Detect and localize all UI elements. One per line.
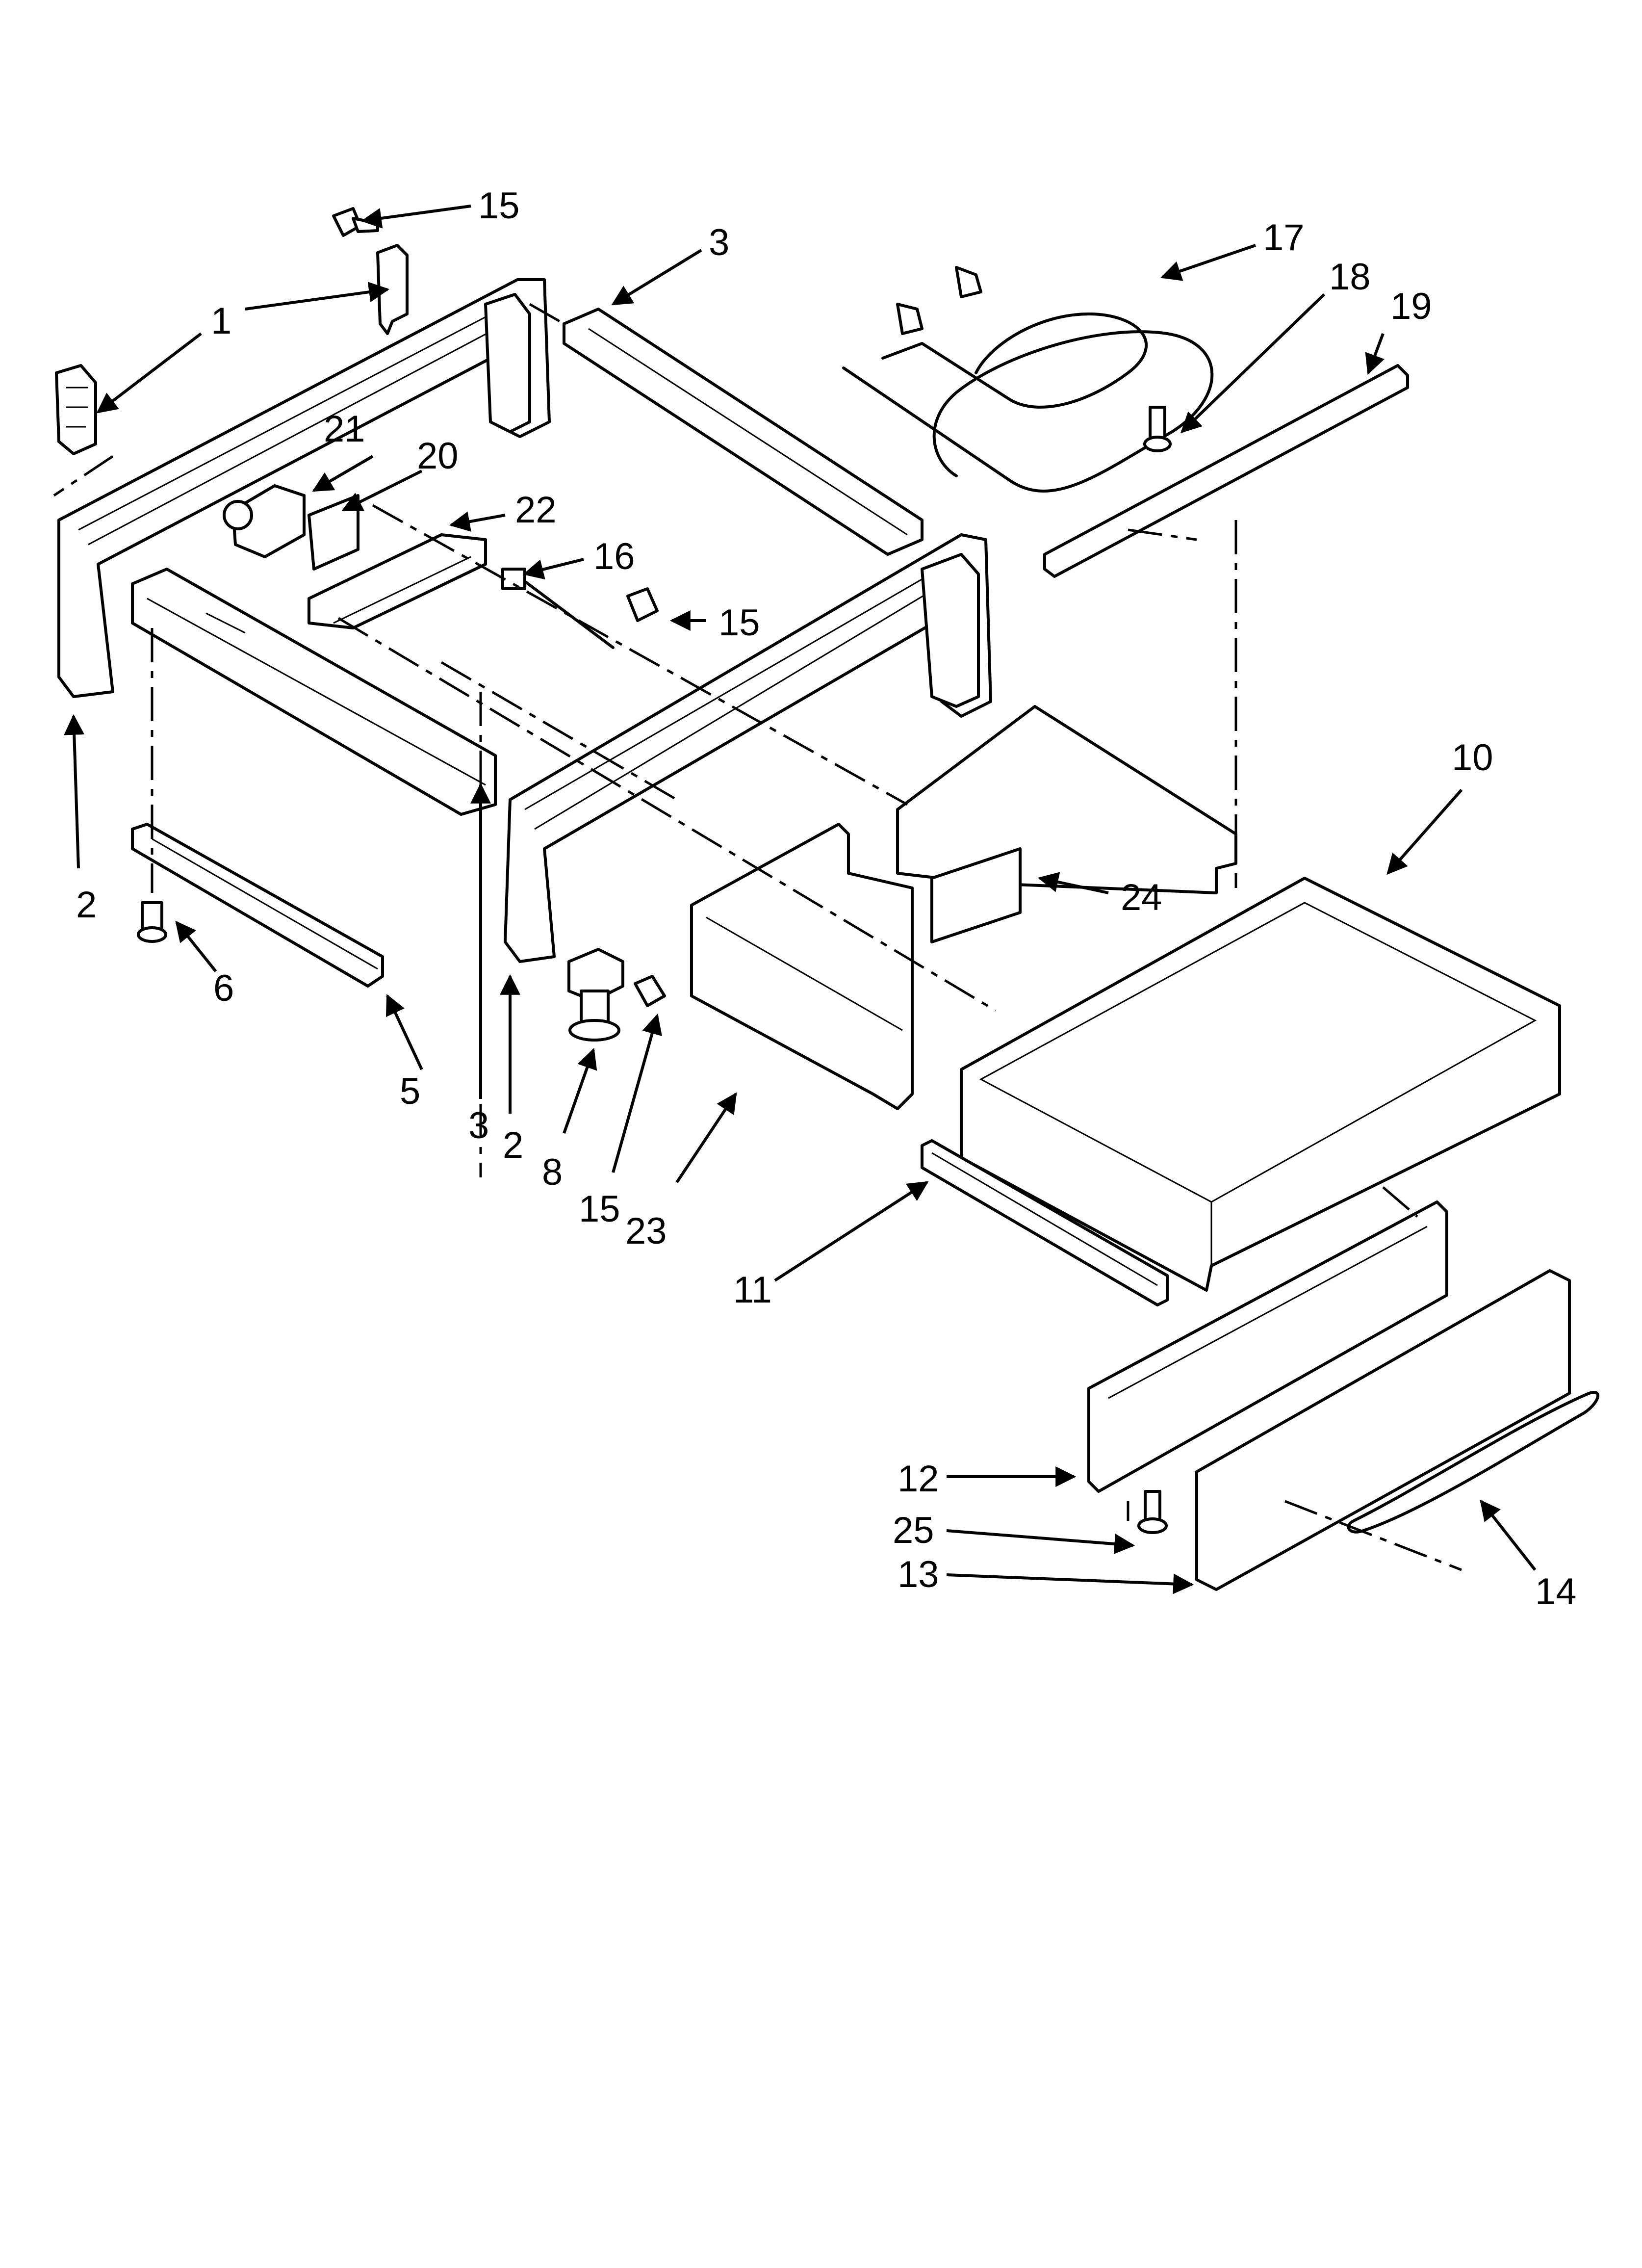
- callout-17: 17: [1263, 217, 1305, 259]
- part-15-screw-top: [332, 207, 379, 237]
- callout-18: 18: [1329, 256, 1371, 298]
- callout-25: 25: [893, 1510, 934, 1551]
- part-11-slide: [921, 1139, 1169, 1306]
- part-6-leveler: [137, 901, 167, 943]
- callout-5: 5: [400, 1070, 420, 1112]
- parts-layer: [53, 207, 1600, 1591]
- callout-19: 19: [1390, 286, 1432, 327]
- callout-2-left: 2: [76, 884, 97, 926]
- callout-6: 6: [213, 967, 234, 1009]
- part-5-front-rail: [131, 823, 384, 988]
- callout-21: 21: [324, 408, 365, 450]
- part-3-rear-rail: [563, 308, 924, 556]
- callout-2-right: 2: [503, 1124, 523, 1166]
- part-21-valve: [223, 484, 306, 558]
- callout-1: 1: [211, 300, 231, 342]
- leader-arrows: [64, 205, 1537, 1594]
- part-1-bracket-upper: [376, 244, 409, 335]
- assembly-dash-lines: [53, 303, 1462, 1571]
- callout-16: 16: [593, 536, 635, 577]
- part-15-screw-low: [634, 975, 666, 1007]
- part-1-bracket-left: [55, 364, 97, 455]
- callout-10: 10: [1452, 737, 1493, 779]
- part-15-screw-mid: [626, 587, 659, 622]
- callout-24: 24: [1121, 877, 1162, 918]
- part-14-handle: [1347, 1391, 1600, 1534]
- callout-3-bottom: 3: [468, 1105, 489, 1147]
- part-23-drawer-box: [690, 823, 914, 1110]
- part-24-rear-panel: [896, 705, 1237, 943]
- part-2-side-frame-left: [57, 278, 551, 698]
- part-25-screw: [1137, 1490, 1168, 1534]
- callout-12: 12: [898, 1458, 939, 1500]
- part-2-side-frame-right: [504, 533, 992, 963]
- part-19-rail: [1043, 364, 1409, 578]
- callout-14: 14: [1535, 1571, 1577, 1613]
- part-12-drawer-front-inner: [1087, 1200, 1448, 1493]
- callout-23: 23: [625, 1210, 667, 1252]
- part-17-bake-element: [842, 266, 1214, 493]
- callout-13: 13: [898, 1554, 939, 1595]
- part-13-drawer-front-panel: [1195, 1269, 1571, 1591]
- callout-20: 20: [417, 435, 459, 477]
- part-3-front-rail: [131, 568, 497, 816]
- callout-8: 8: [542, 1151, 563, 1193]
- callout-22: 22: [515, 489, 557, 531]
- callout-3-top: 3: [709, 222, 729, 263]
- callout-15-mid: 15: [718, 602, 760, 644]
- part-8-leveler: [567, 948, 624, 1042]
- callout-15-low: 15: [579, 1188, 620, 1230]
- callout-11: 11: [733, 1269, 772, 1311]
- callout-labels: 15 1 3 17 18 19 21 20 22 16 15 10 24 2 6…: [76, 185, 1577, 1613]
- part-18-screw: [1143, 406, 1172, 452]
- callout-15-top: 15: [478, 185, 520, 227]
- part-22-shield: [308, 533, 487, 629]
- part-16-igniter: [501, 568, 615, 649]
